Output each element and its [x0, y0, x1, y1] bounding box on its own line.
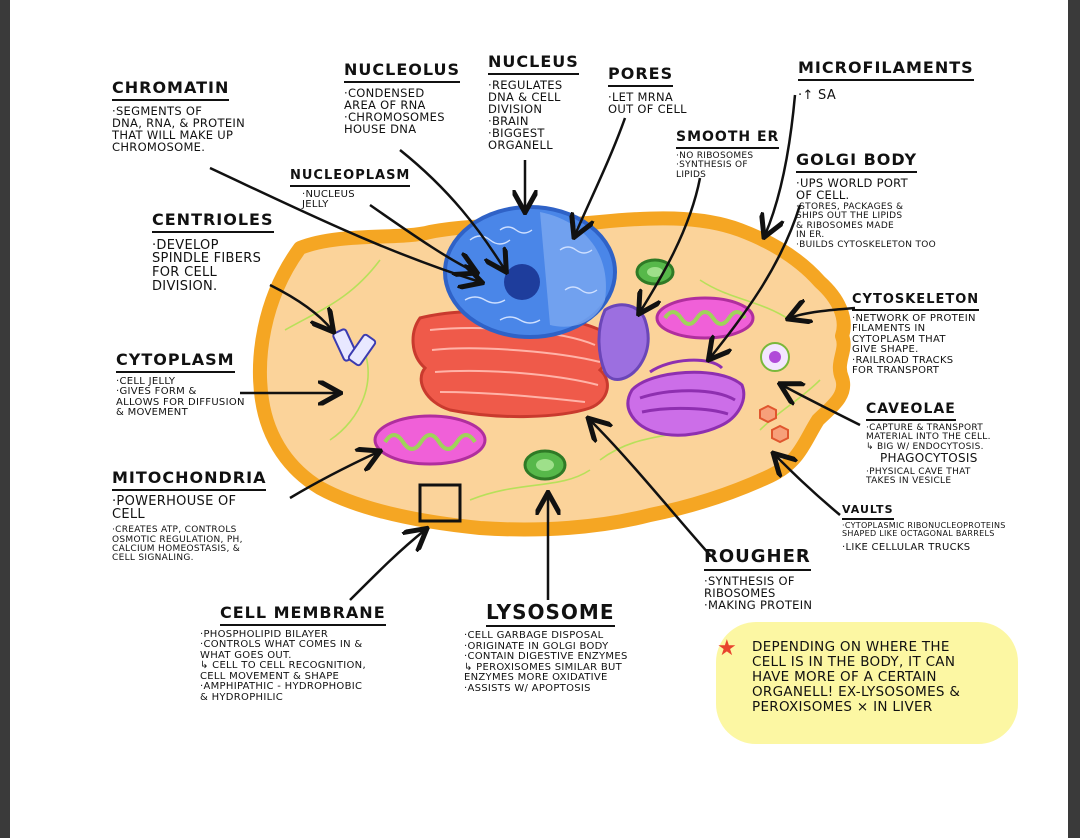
centrioles-label: CENTRIOLES ·DEVELOP SPINDLE FIBERS FOR C… — [152, 211, 274, 294]
lysosome-desc: ·CELL GARBAGE DISPOSAL ·ORIGINATE IN GOL… — [464, 630, 628, 694]
cytoplasm-title: CYTOPLASM — [116, 351, 235, 373]
golgi-desc: ·STORES, PACKAGES & SHIPS OUT THE LIPIDS… — [796, 201, 937, 250]
cell-membrane-label: CELL MEMBRANE ·PHOSPHOLIPID BILAYER ·CON… — [200, 604, 386, 703]
vaults-desc2: ·LIKE CELLULAR TRUCKS — [842, 542, 971, 554]
smooth-er-label: SMOOTH ER ·NO RIBOSOMES ·SYNTHESIS OF LI… — [676, 128, 780, 180]
mitochondria-desc: ·CREATES ATP, CONTROLS OSMOTIC REGULATIO… — [112, 525, 243, 564]
cytoskeleton-desc: ·NETWORK OF PROTEIN FILAMENTS IN CYTOPLA… — [852, 312, 976, 377]
page-left-edge — [0, 0, 10, 838]
note-highlight — [716, 622, 1018, 744]
chromatin-title: CHROMATIN — [112, 79, 230, 101]
rougher-label: ROUGHER ·SYNTHESIS OF RIBOSOMES ·MAKING … — [704, 547, 813, 613]
caveolae-desc2: ·PHYSICAL CAVE THAT TAKES IN VESICLE — [866, 466, 971, 487]
star-icon: ★ — [717, 636, 737, 661]
mitochondrion-top — [655, 296, 755, 340]
chromatin-label: CHROMATIN ·SEGMENTS OF DNA, RNA, & PROTE… — [112, 79, 245, 154]
vault-shape — [760, 342, 790, 372]
nucleus-label: NUCLEUS ·REGULATES DNA & CELL DIVISION ·… — [488, 53, 579, 153]
cytoplasm-label: CYTOPLASM ·CELL JELLY ·GIVES FORM & ALLO… — [116, 351, 245, 419]
lysosome-label: LYSOSOME ·CELL GARBAGE DISPOSAL ·ORIGINA… — [464, 602, 628, 694]
cell-membrane-desc: ·PHOSPHOLIPID BILAYER ·CONTROLS WHAT COM… — [200, 628, 366, 703]
golgi-lead: ·UPS WORLD PORT OF CELL. — [796, 175, 908, 202]
membrane-square-marker — [418, 483, 462, 523]
lysosome-title: LYSOSOME — [486, 602, 615, 627]
rougher-title: ROUGHER — [704, 547, 811, 571]
vaults-label: VAULTS ·CYTOPLASMIC RIBONUCLEOPROTEINS S… — [842, 500, 1006, 554]
centrioles-desc: ·DEVELOP SPINDLE FIBERS FOR CELL DIVISIO… — [152, 237, 262, 294]
nucleolus-title: NUCLEOLUS — [344, 61, 460, 83]
vaults-title: VAULTS — [842, 504, 894, 520]
nucleolus-desc: ·CONDENSED AREA OF RNA ·CHROMOSOMES HOUS… — [344, 85, 445, 136]
pores-desc: ·LET MRNA OUT OF CELL — [608, 89, 687, 116]
cell-membrane-title: CELL MEMBRANE — [220, 604, 386, 626]
centrioles-title: CENTRIOLES — [152, 211, 274, 233]
pores-label: PORES ·LET MRNA OUT OF CELL — [608, 65, 687, 116]
nucleoplasm-label: NUCLEOPLASM ·NUCLEUS JELLY — [290, 166, 411, 211]
nucleoplasm-title: NUCLEOPLASM — [290, 169, 411, 187]
caveolae-label: CAVEOLAE ·CAPTURE & TRANSPORT MATERIAL I… — [866, 400, 991, 486]
smooth-er-desc: ·NO RIBOSOMES ·SYNTHESIS OF LIPIDS — [676, 150, 754, 180]
nucleolus-label: NUCLEOLUS ·CONDENSED AREA OF RNA ·CHROMO… — [344, 61, 460, 136]
mitochondria-label: MITOCHONDRIA ·POWERHOUSE OF CELL ·CREATE… — [112, 469, 267, 564]
mitochondrion-bottom — [373, 414, 487, 466]
nucleus-desc: ·REGULATES DNA & CELL DIVISION ·BRAIN ·B… — [488, 77, 563, 153]
caveolae-title: CAVEOLAE — [866, 402, 956, 421]
pointer-arrows — [209, 94, 861, 601]
cytoskeleton-title: CYTOSKELETON — [852, 293, 980, 311]
microfilaments-title: MICROFILAMENTS — [798, 59, 974, 81]
note-text: DEPENDING ON WHERE THE CELL IS IN THE BO… — [752, 639, 961, 716]
lysosome-shape — [523, 258, 675, 481]
nucleoplasm-desc: ·NUCLEUS JELLY — [302, 188, 355, 211]
rougher-desc: ·SYNTHESIS OF RIBOSOMES ·MAKING PROTEIN — [704, 573, 813, 613]
smooth-er-title: SMOOTH ER — [676, 130, 780, 149]
nucleus-title: NUCLEUS — [488, 53, 579, 75]
mitochondria-title: MITOCHONDRIA — [112, 469, 267, 491]
centrioles-shape — [332, 328, 377, 367]
golgi-title: GOLGI BODY — [796, 151, 918, 173]
mitochondria-lead: ·POWERHOUSE OF CELL — [112, 493, 237, 523]
page-right-edge — [1068, 0, 1080, 838]
golgi-label: GOLGI BODY ·UPS WORLD PORT OF CELL. ·STO… — [796, 151, 937, 250]
microfilaments-label: MICROFILAMENTS ·↑ SA — [798, 59, 974, 103]
cytoskeleton-label: CYTOSKELETON ·NETWORK OF PROTEIN FILAMEN… — [852, 290, 980, 377]
microfilaments-desc: ·↑ SA — [798, 87, 837, 103]
caveolae-desc: ·CAPTURE & TRANSPORT MATERIAL INTO THE C… — [866, 422, 991, 452]
cytoplasm-desc: ·CELL JELLY ·GIVES FORM & ALLOWS FOR DIF… — [116, 375, 245, 419]
caveolae-extra: PHAGOCYTOSIS — [880, 451, 978, 465]
caveolae-shapes — [759, 404, 789, 444]
nucleus-shape — [443, 205, 617, 339]
pores-title: PORES — [608, 65, 674, 87]
vaults-desc: ·CYTOPLASMIC RIBONUCLEOPROTEINS SHAPED L… — [842, 520, 1006, 538]
golgi-body-shape — [626, 358, 746, 437]
chromatin-desc: ·SEGMENTS OF DNA, RNA, & PROTEIN THAT WI… — [112, 103, 245, 154]
